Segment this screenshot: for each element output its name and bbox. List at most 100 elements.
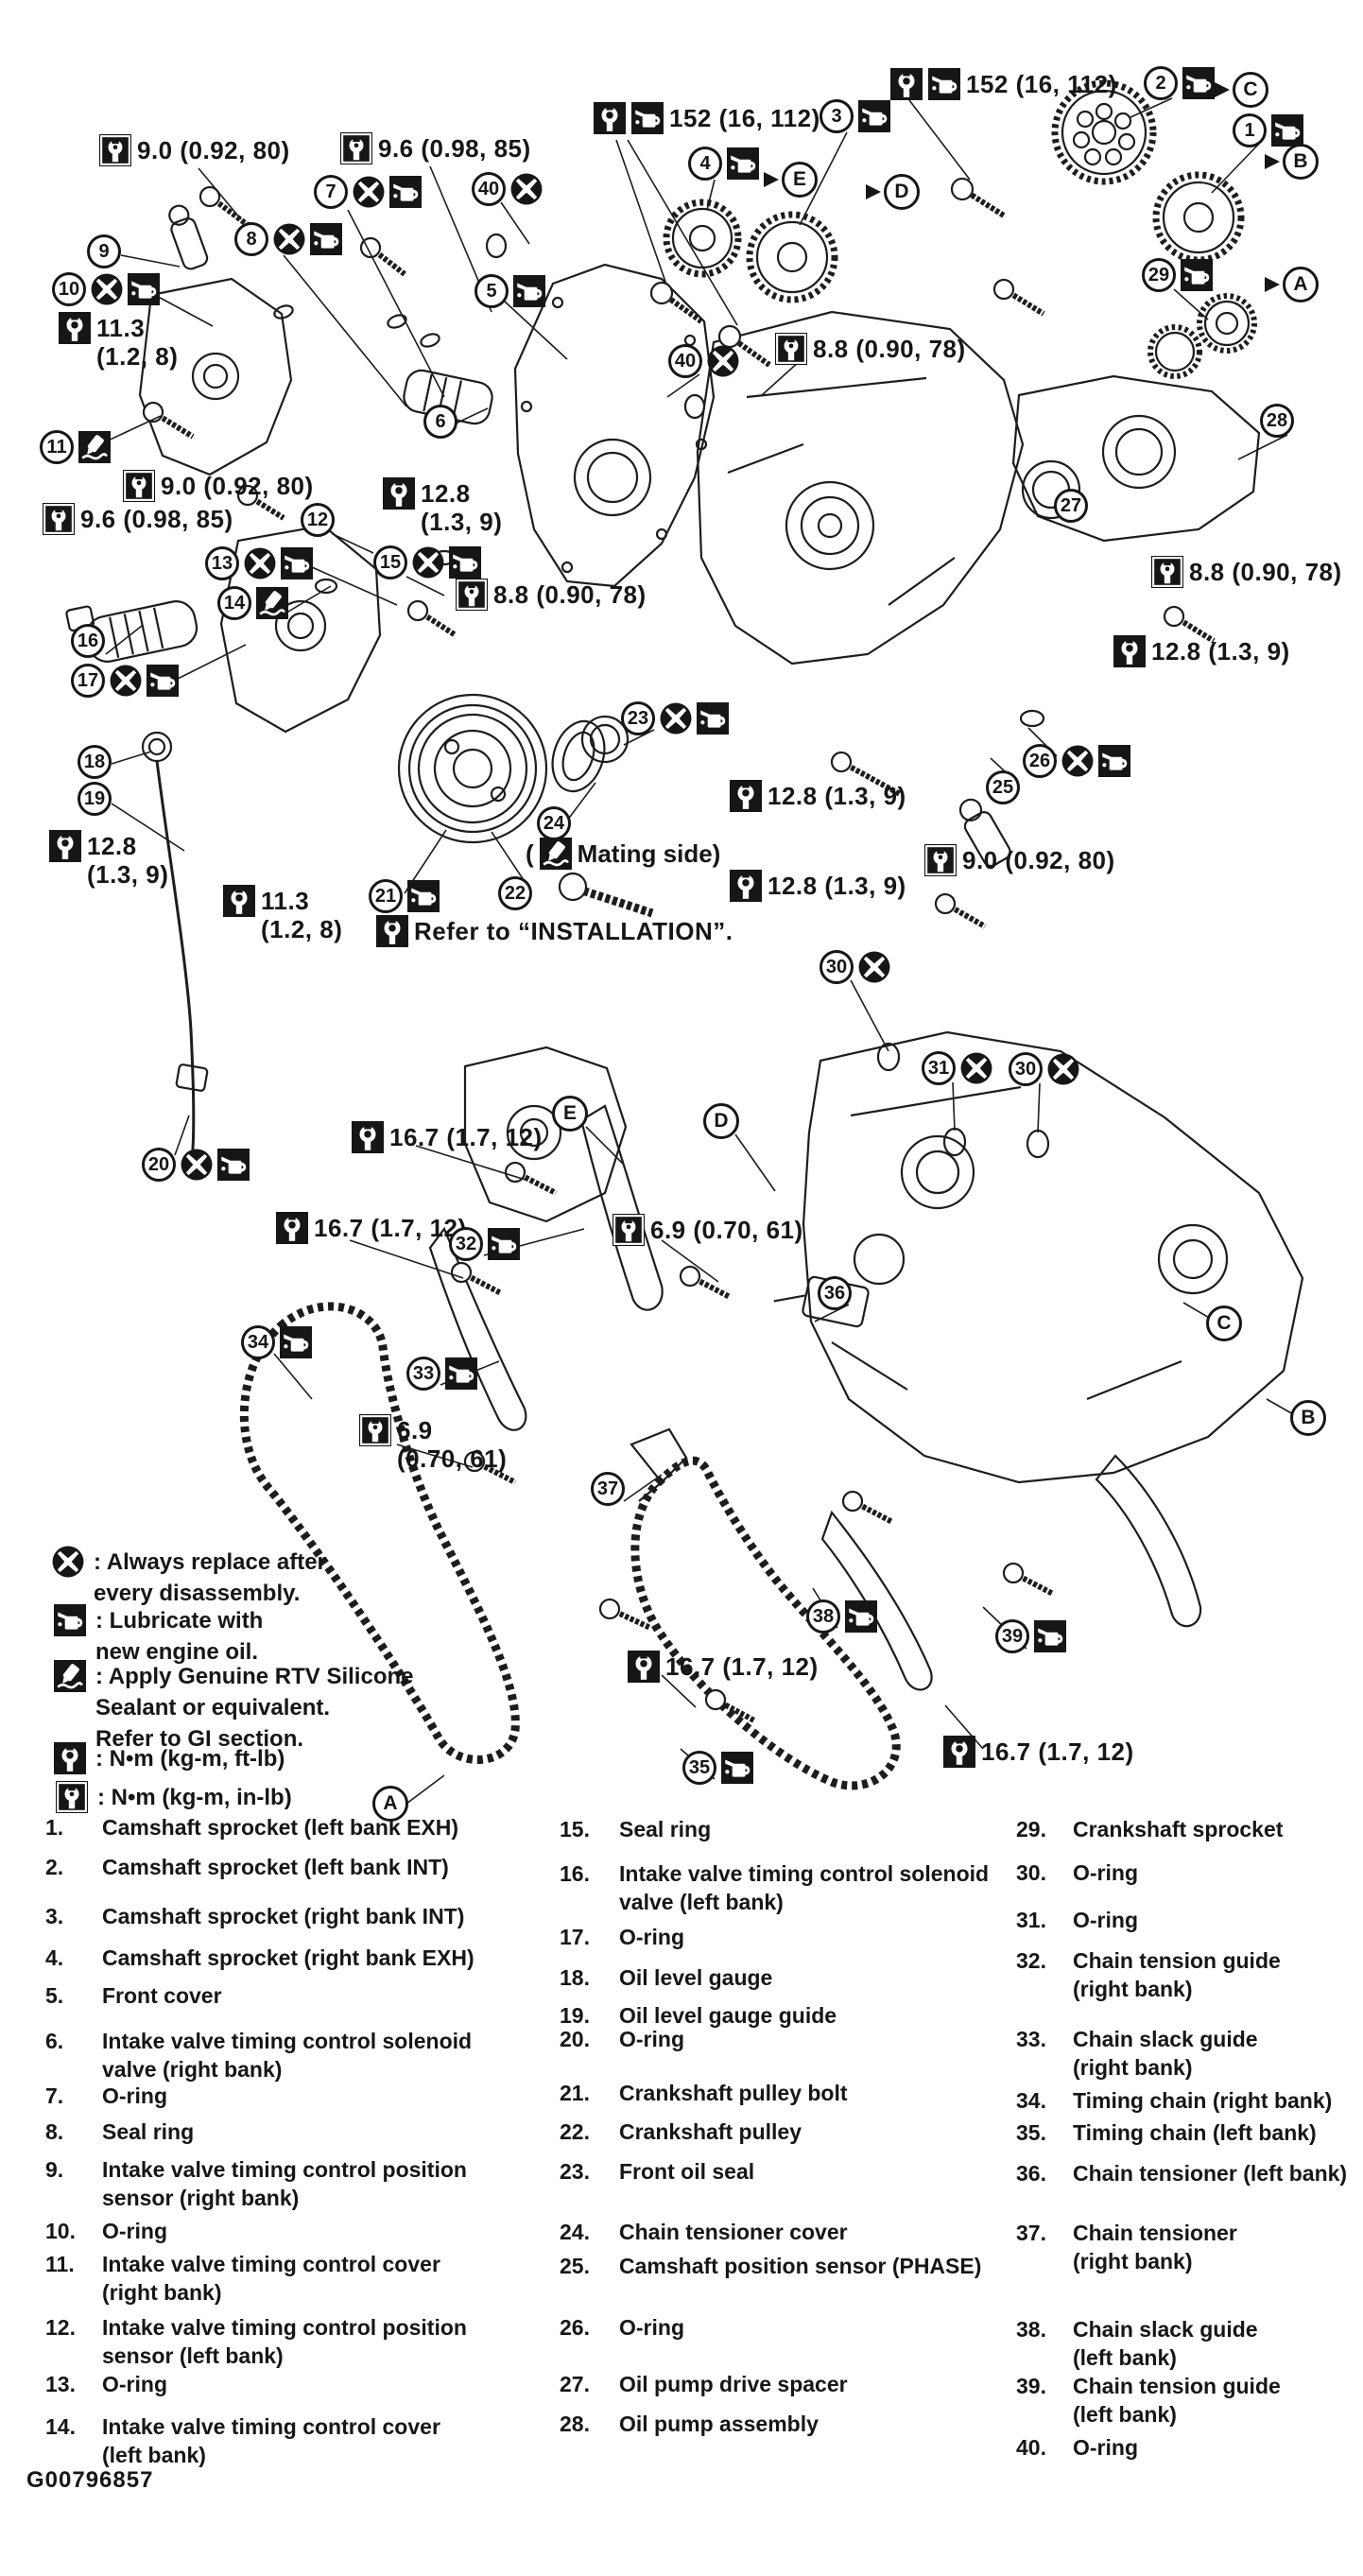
torque-label: 12.8 (1.3, 9): [49, 830, 168, 889]
wrench-inlb-icon: [123, 470, 155, 502]
part-number: 15.: [560, 1817, 590, 1841]
callout-number: 11: [40, 430, 74, 464]
ref-letter-C: C: [1206, 1305, 1242, 1341]
callout-40: 40: [668, 344, 739, 378]
callout-number: 12: [301, 503, 335, 537]
wrench-inlb-icon: [1151, 556, 1183, 588]
part-label: Camshaft sprocket (left bank EXH): [102, 1815, 459, 1840]
callout-21: 21: [369, 879, 440, 913]
callout-40: 40: [472, 172, 543, 206]
oil-icon: [128, 273, 160, 305]
torque-value: 12.8 (1.3, 9): [421, 479, 503, 536]
torque-value: 6.9 (0.70, 61): [397, 1416, 508, 1473]
oil-icon: [1271, 114, 1303, 147]
part-label: Seal ring: [619, 1817, 712, 1841]
callout-number: 15: [373, 545, 407, 579]
callout-30: 30: [1009, 1052, 1079, 1086]
torque-label: 16.7 (1.7, 12): [628, 1651, 819, 1683]
callout-25: 25: [986, 770, 1020, 804]
callout-number: 30: [820, 950, 854, 984]
ref-letter-circle: B: [1290, 1400, 1326, 1436]
callout-number: 17: [71, 664, 105, 698]
callout-26: 26: [1023, 744, 1130, 778]
rtv-icon: [78, 431, 111, 463]
replace-icon: [510, 173, 543, 205]
callout-number: 13: [205, 546, 239, 580]
callout-number: 18: [78, 745, 112, 779]
part-number: 20.: [560, 2027, 590, 2051]
oil-icon: [1182, 67, 1215, 99]
torque-label: 16.7 (1.7, 12): [352, 1121, 543, 1153]
torque-label: 9.6 (0.98, 85): [340, 132, 531, 164]
torque-label: 11.3 (1.2, 8): [59, 312, 178, 371]
callout-27: 27: [1054, 489, 1088, 523]
wrench-ftlb-icon: [376, 915, 408, 947]
part-number: 17.: [560, 1925, 590, 1949]
callout-number: 37: [591, 1472, 625, 1506]
torque-label: 12.8 (1.3, 9): [730, 870, 906, 902]
arrowhead-icon: [1215, 82, 1230, 97]
callout-2: 2: [1144, 66, 1215, 100]
callout-22: 22: [498, 876, 532, 910]
ref-letter-B: B: [1290, 1400, 1326, 1436]
callout-32: 32: [449, 1227, 520, 1261]
oil-icon: [54, 1604, 86, 1636]
torque-value: 12.8 (1.3, 9): [1151, 637, 1290, 666]
wrench-ftlb-icon: [730, 780, 762, 812]
part-number: 11.: [45, 2252, 75, 2276]
part-label: Chain tensioner (left bank): [1073, 2161, 1348, 2186]
part-label: Intake valve timing control position sen…: [102, 2315, 467, 2368]
torque-value: Refer to “INSTALLATION”.: [414, 917, 733, 945]
callout-24: 24: [537, 806, 571, 840]
part-number: 13.: [45, 2372, 76, 2396]
part-label: Chain tensioner cover: [619, 2220, 848, 2244]
wrench-ftlb-icon: [594, 102, 626, 134]
part-number: 19.: [560, 2003, 590, 2028]
part-label: O-ring: [1073, 1908, 1138, 1932]
part-label: Front cover: [102, 1983, 222, 2008]
part-label: O-ring: [619, 2027, 684, 2051]
part-number: 24.: [560, 2220, 590, 2244]
replace-icon: [91, 273, 123, 305]
wrench-ftlb-icon: [54, 1742, 86, 1774]
torque-value: 12.8 (1.3, 9): [768, 872, 906, 900]
oil-icon: [697, 702, 729, 735]
ref-letter-A: A: [372, 1786, 408, 1822]
wrench-inlb-icon: [56, 1781, 88, 1813]
oil-icon: [513, 275, 545, 307]
callout-number: 10: [52, 272, 86, 306]
wrench-ftlb-icon: [628, 1651, 660, 1683]
callout-number: 40: [472, 172, 506, 206]
part-label: Camshaft sprocket (left bank INT): [102, 1855, 449, 1879]
callout-number: 29: [1142, 258, 1176, 292]
arrowhead-icon: [1265, 154, 1280, 169]
part-number: 39.: [1016, 2374, 1046, 2398]
part-label: Chain slack guide (right bank): [1073, 2027, 1258, 2080]
arrowhead-icon: [764, 172, 779, 187]
callout-11: 11: [40, 430, 111, 464]
callout-number: 16: [71, 624, 105, 658]
replace-icon: [273, 223, 305, 255]
oil-icon: [1181, 259, 1213, 291]
part-label: Oil level gauge guide: [619, 2003, 837, 2028]
callout-30: 30: [820, 950, 890, 984]
torque-label: 9.0 (0.92, 80): [99, 134, 290, 166]
callout-number: 40: [668, 344, 702, 378]
wrench-ftlb-icon: [943, 1736, 975, 1768]
part-label: Oil level gauge: [619, 1965, 773, 1990]
part-label: O-ring: [102, 2219, 167, 2243]
ref-letter-circle: D: [703, 1103, 739, 1139]
callout-number: 39: [995, 1619, 1029, 1653]
wrench-inlb-icon: [775, 333, 807, 365]
part-number: 10.: [45, 2219, 76, 2243]
callout-12: 12: [301, 503, 335, 537]
callout-38: 38: [806, 1599, 877, 1634]
torque-label: 8.8 (0.90, 78): [456, 579, 647, 611]
torque-label: 152 (16, 112): [594, 102, 820, 134]
ref-letter-C: C: [1215, 72, 1268, 108]
torque-value: 11.3 (1.2, 8): [96, 314, 179, 371]
ref-letter-D: D: [866, 174, 920, 210]
callout-3: 3: [820, 99, 890, 133]
